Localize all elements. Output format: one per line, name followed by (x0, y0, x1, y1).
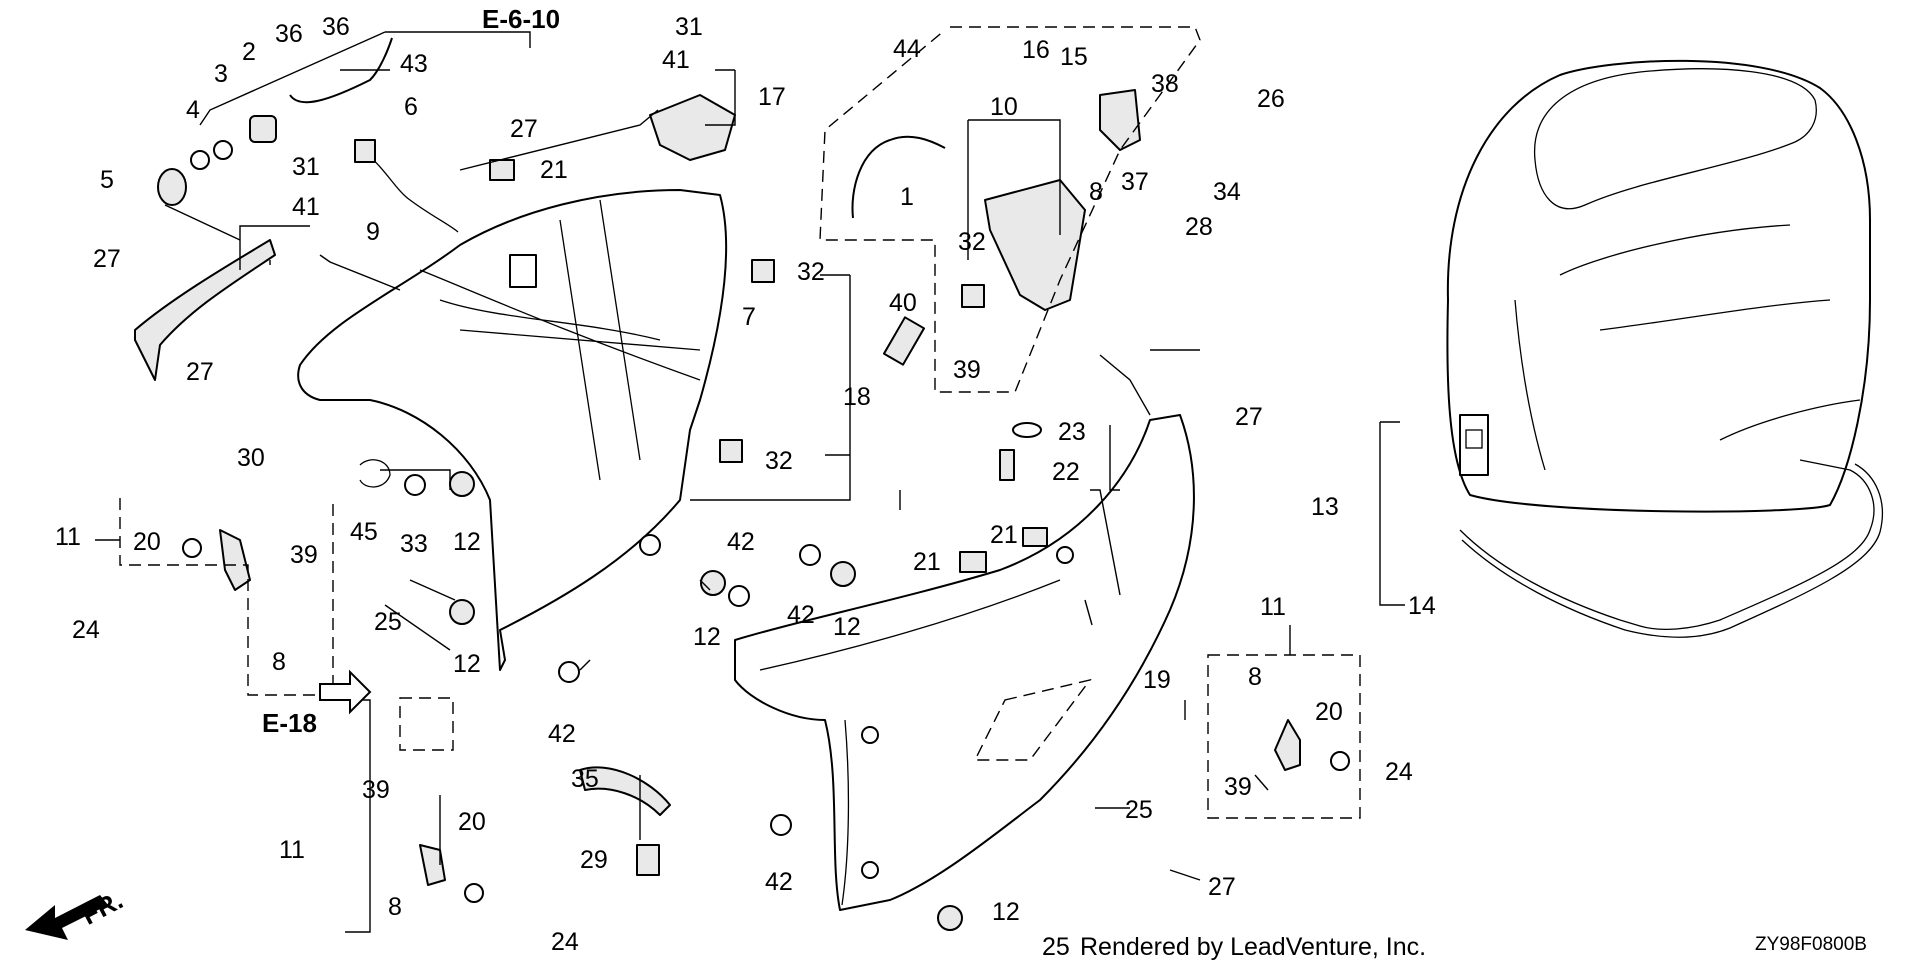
callout: 8 (388, 893, 402, 921)
callout: 27 (1235, 403, 1263, 431)
callout: 32 (765, 447, 793, 475)
callout: 35 (571, 765, 599, 793)
group-boxes (119, 26, 1361, 819)
callout: 19 (1143, 666, 1171, 694)
lower-cover-illustration (297, 189, 728, 671)
callout: 39 (362, 776, 390, 804)
callout: 1 (900, 183, 914, 211)
callout: 27 (510, 115, 538, 143)
diagram-code: ZY98F0800B (1755, 934, 1867, 955)
callout: 24 (72, 616, 100, 644)
callout: 33 (400, 530, 428, 558)
callout: 14 (1408, 592, 1436, 620)
callout: 16 (1022, 36, 1050, 64)
callout: 45 (350, 518, 378, 546)
callout: 23 (1058, 418, 1086, 446)
callout: 21 (990, 521, 1018, 549)
callout: 18 (843, 383, 871, 411)
callout: 11 (279, 836, 305, 864)
callout: 2 (242, 38, 256, 66)
callout: 22 (1052, 458, 1080, 486)
callout: 6 (404, 93, 418, 121)
callout: 39 (290, 541, 318, 569)
callout: 17 (758, 83, 786, 111)
callout: 28 (1185, 213, 1213, 241)
callout: 12 (992, 898, 1020, 926)
side-cover-illustration (734, 414, 1195, 911)
callout: 12 (453, 528, 481, 556)
callout: 21 (913, 548, 941, 576)
ref-e-6-10[interactable]: E-6-10 (482, 4, 560, 34)
callout: 13 (1311, 493, 1339, 521)
callout: 42 (548, 720, 576, 748)
callout: 11 (1260, 593, 1286, 621)
callout: 42 (765, 868, 793, 896)
callout: 41 (292, 193, 320, 221)
callout: 31 (675, 13, 703, 41)
ref-e-18[interactable]: E-18 (262, 708, 317, 738)
callout: 27 (93, 245, 121, 273)
callout: 36 (275, 20, 303, 48)
callout: 12 (693, 623, 721, 651)
callout: 32 (958, 228, 986, 256)
callout: 29 (580, 846, 608, 874)
footer-credit: Rendered by LeadVenture, Inc. (1080, 933, 1426, 960)
callout: 25 (1042, 933, 1070, 960)
callout: 42 (727, 528, 755, 556)
callout: 39 (1224, 773, 1252, 801)
callout: 11 (55, 523, 81, 551)
callout: 43 (400, 50, 428, 78)
callout: 42 (787, 601, 815, 629)
callout: 24 (1385, 758, 1413, 786)
front-arrow-icon (25, 895, 108, 940)
callout: 36 (322, 13, 350, 41)
callout: 8 (1248, 663, 1262, 691)
callout: 24 (551, 928, 579, 956)
callout: 27 (186, 358, 214, 386)
callout: 10 (990, 93, 1018, 121)
callout: 20 (133, 528, 161, 556)
callout: 27 (1208, 873, 1236, 901)
callout: 4 (186, 96, 200, 124)
front-marker: FR. (77, 885, 128, 931)
callout: 30 (237, 444, 265, 472)
callout: 32 (797, 258, 825, 286)
callout: 20 (1315, 698, 1343, 726)
callout: 37 (1121, 168, 1149, 196)
callout: 38 (1151, 70, 1179, 98)
callout: 34 (1213, 178, 1241, 206)
callout: 39 (953, 356, 981, 384)
callout: 8 (1089, 178, 1103, 206)
leader-lines (95, 31, 1405, 933)
callout: 40 (889, 289, 917, 317)
callout: 3 (214, 60, 228, 88)
callout: 41 (662, 46, 690, 74)
callout: 31 (292, 153, 320, 181)
callout-numbers: 1 2 3 4 5 6 7 8 8 8 8 9 10 11 11 11 12 1… (55, 13, 1436, 961)
reference-arrows (25, 669, 372, 940)
callout: 9 (366, 218, 380, 246)
callout: 21 (540, 156, 568, 184)
callout: 15 (1060, 43, 1088, 71)
callout: 7 (742, 303, 756, 331)
callout: 12 (833, 613, 861, 641)
engine-cover-illustration (1446, 59, 1884, 638)
callout: 12 (453, 650, 481, 678)
callout: 26 (1257, 85, 1285, 113)
callout: 5 (100, 166, 114, 194)
callout: 20 (458, 808, 486, 836)
callout: 44 (893, 35, 921, 63)
callout: 25 (374, 608, 402, 636)
callout: 8 (272, 648, 286, 676)
callout: 25 (1125, 796, 1153, 824)
